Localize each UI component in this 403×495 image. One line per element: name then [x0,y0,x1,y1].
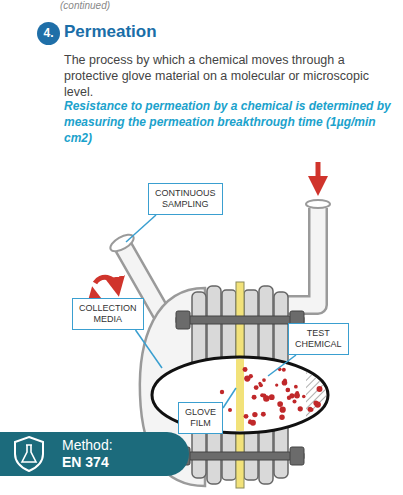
molecule-dot [282,380,288,386]
continued-note: (continued) [60,0,110,11]
molecule-dot [298,406,303,411]
callout-text: CONTINUOUS SAMPLING [155,188,216,210]
molecule-dot [261,412,266,417]
molecule-dot [280,407,286,413]
molecule-dot [254,385,259,390]
callout-box: TEST CHEMICAL [288,323,349,355]
leader-lines [126,215,296,408]
method-icon [12,435,46,473]
callout-box: GLOVE FILM [178,402,223,434]
leader-line [223,388,236,408]
molecule-dot [279,414,284,419]
callout-text: GLOVE FILM [185,407,216,429]
molecule-dot [289,393,294,398]
molecule-dot [308,407,313,412]
molecule-dot [269,394,275,400]
molecule-dot [275,383,278,386]
step-number-text: 4. [37,22,60,45]
leader-line [136,330,162,368]
heading: Permeation [64,22,157,42]
molecule-dot [302,395,306,399]
leader-line [268,355,296,376]
callout-box: CONTINUOUS SAMPLING [148,183,223,215]
description: The process by which a chemical moves th… [64,52,398,100]
badge-heading: Method: [62,437,189,454]
molecule-dot [313,401,318,406]
molecule-dot [243,367,248,372]
molecule-dot [262,393,266,397]
molecule-dot [286,388,290,392]
molecule-dot [252,395,257,400]
molecule-dot [286,388,291,393]
callout-box: COLLECTION MEDIA [72,298,144,330]
leader-line [126,215,156,242]
molecule-dot [310,408,314,412]
molecule-dot [252,412,257,417]
callout-text: TEST CHEMICAL [295,328,342,350]
molecule-dot [244,375,250,381]
molecule-dot [277,401,283,407]
method-badge: Method:EN 374 [0,432,189,476]
molecule-dot [258,382,261,385]
callout-text: COLLECTION MEDIA [79,303,137,325]
resistance-note: Resistance to permeation by a chemical i… [64,98,398,146]
molecule-dot [250,420,256,426]
molecule-dot [282,368,286,372]
molecule-dot [244,414,249,419]
molecule-dot [317,386,323,392]
molecule-dot [292,399,296,403]
inflow-arrow [316,162,321,186]
molecule-dot [294,393,300,399]
inlet-tube [280,200,330,305]
badge-value: EN 374 [62,454,189,471]
molecule-dot [294,385,298,389]
step-number: 4. [37,22,60,45]
molecule-dot [262,378,266,382]
